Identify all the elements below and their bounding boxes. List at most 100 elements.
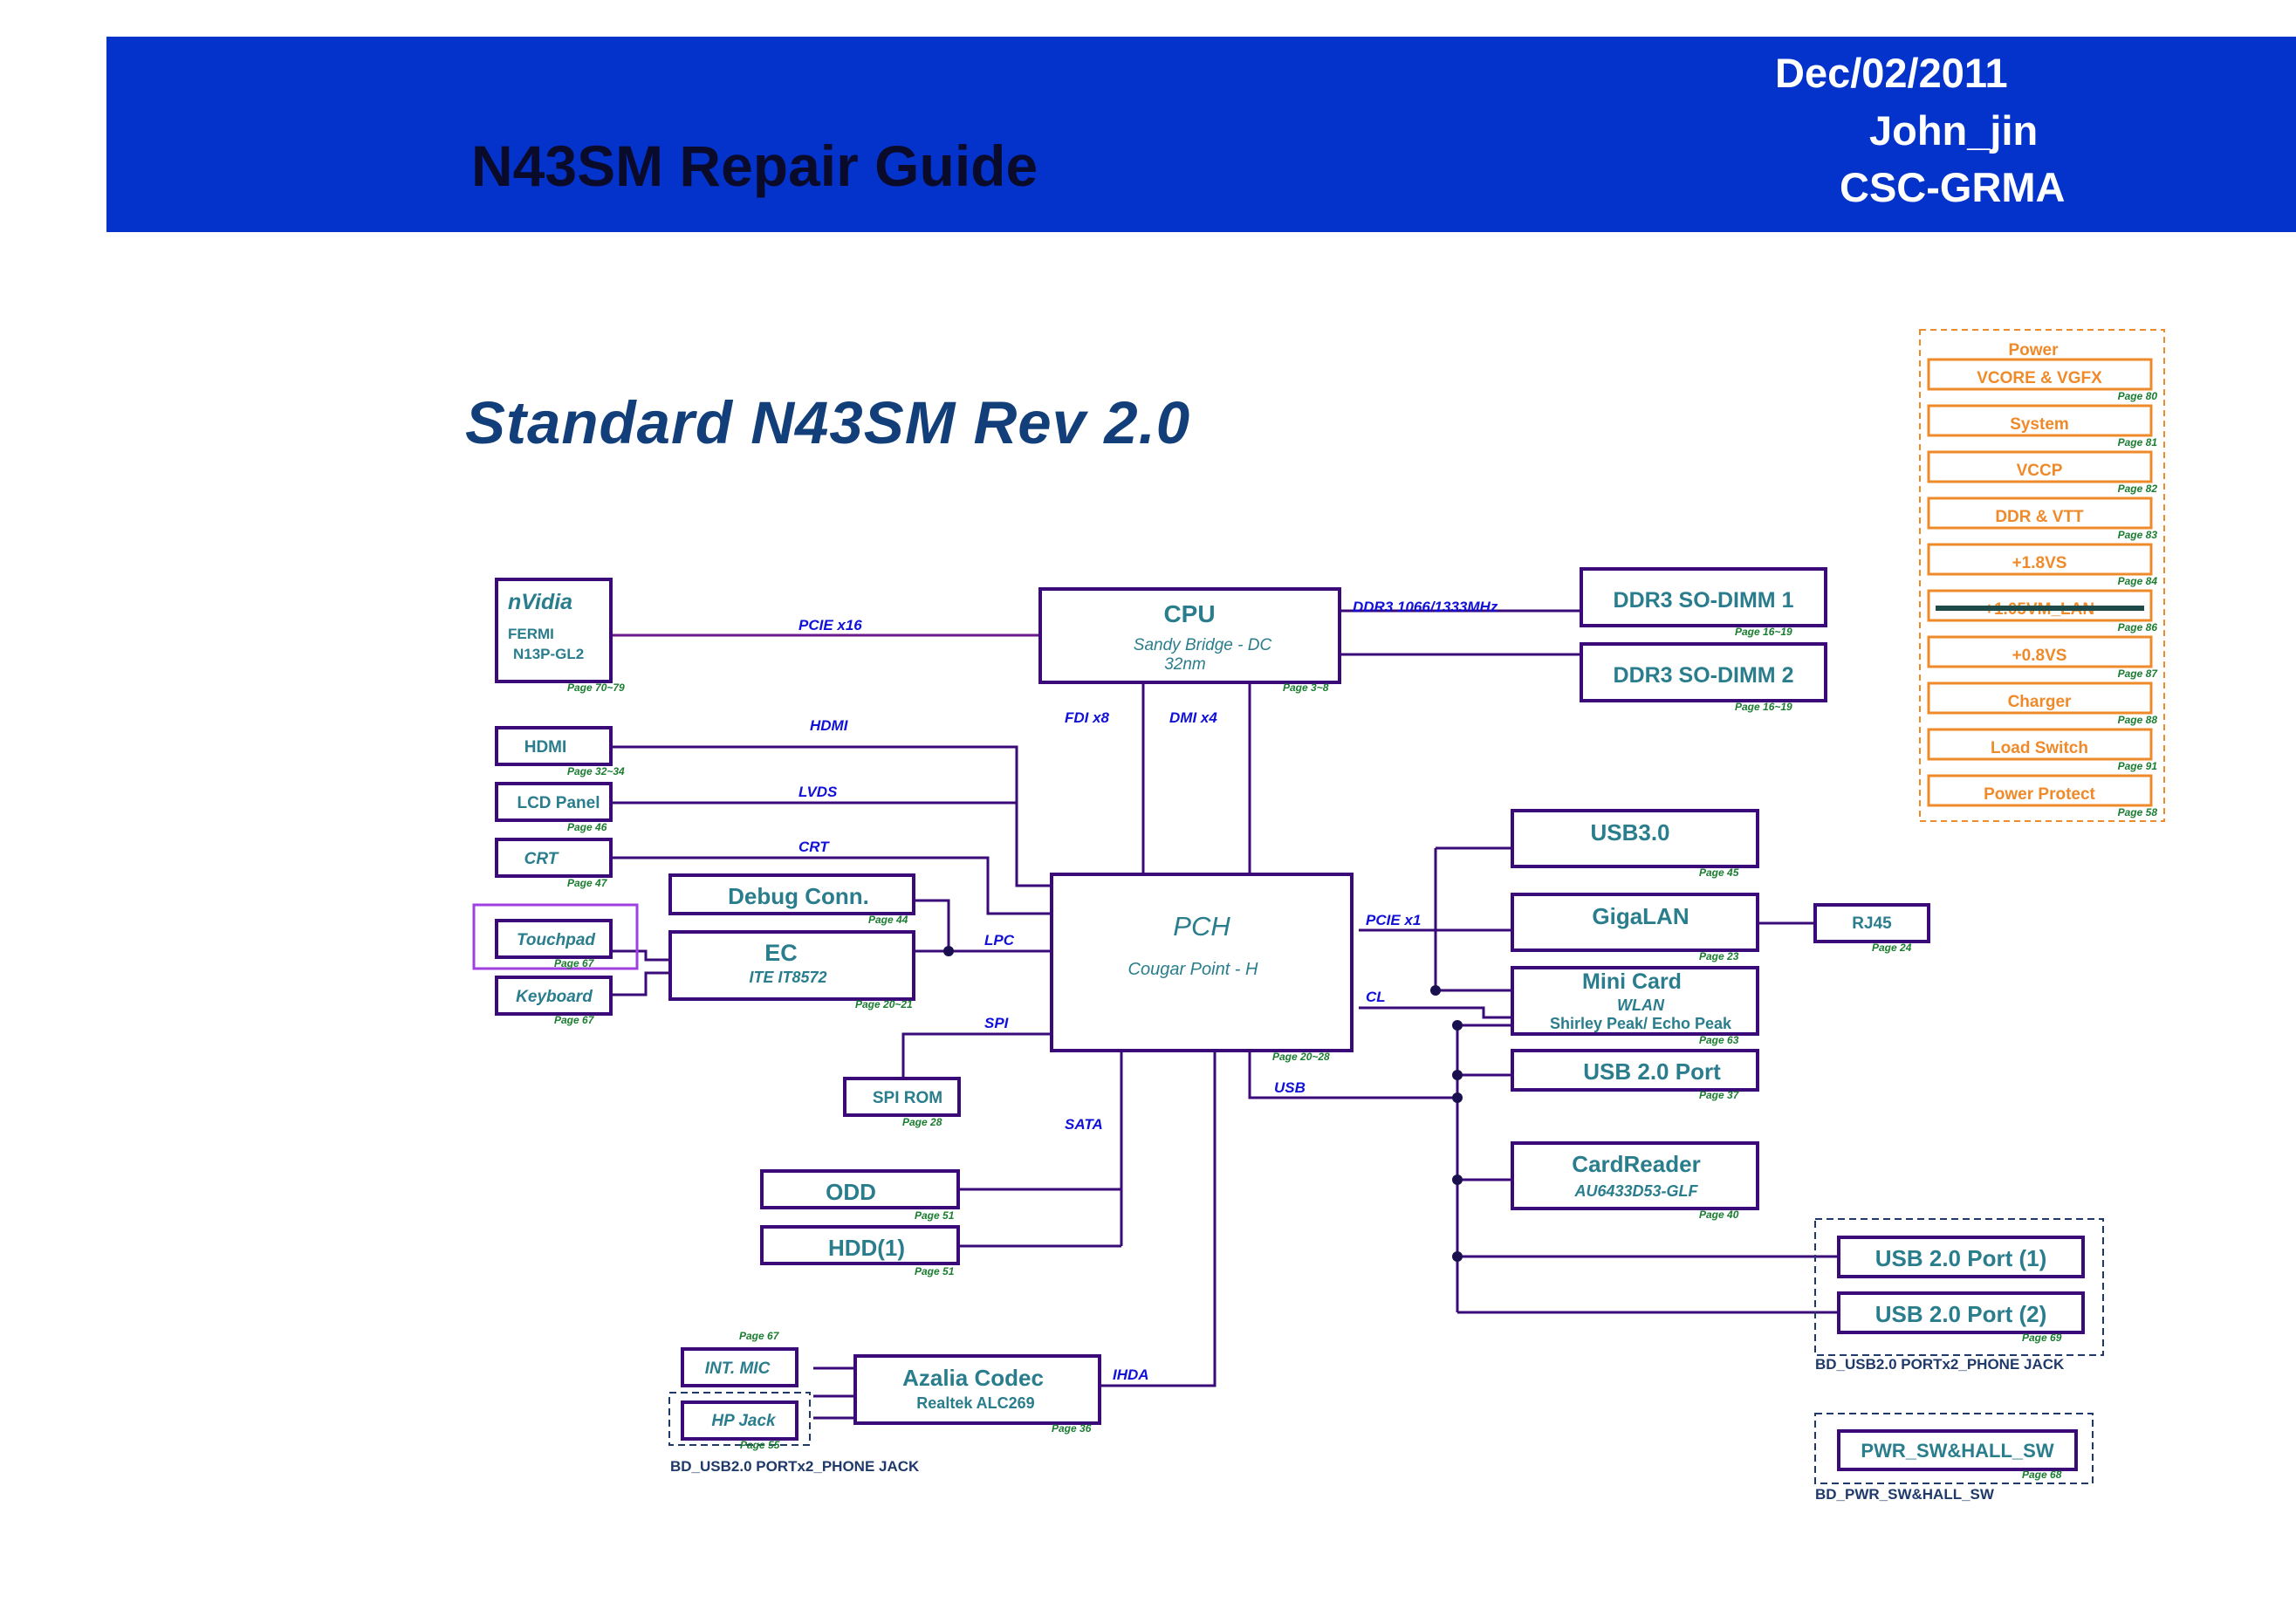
power-panel-title: Power (2008, 341, 2059, 360)
wire-hdmi (613, 745, 1052, 887)
block-keyboard-title: Keyboard (516, 988, 593, 1006)
block-usb3-box (1511, 809, 1759, 868)
block-gigalan-box (1511, 893, 1759, 952)
junction-dot (943, 946, 954, 956)
block-rj45-box (1813, 903, 1930, 943)
header-banner: N43SM Repair Guide Dec/02/2011 John_jin … (106, 37, 2296, 232)
block-lcd: LCD Panel Page 46 (495, 782, 613, 833)
block-touchpad-box (495, 919, 613, 959)
power-item-box (1927, 728, 2153, 761)
power-item-box (1927, 404, 2153, 437)
power-item-label: VCCP (2017, 462, 2063, 480)
junction-dot (1452, 1092, 1463, 1103)
junction-dots (943, 946, 1463, 1262)
block-spirom: SPI ROM Page 28 (843, 1077, 961, 1128)
block-rj45-page: Page 24 (1872, 942, 1912, 954)
power-item-page: Page 87 (2118, 668, 2159, 680)
block-dimm2-title: DDR3 SO-DIMM 2 (1614, 663, 1794, 688)
block-rj45-title: RJ45 (1852, 914, 1892, 933)
block-touchpad-title: Touchpad (517, 931, 595, 949)
block-pwrsw-title: PWR_SW&HALL_SW (1861, 1440, 2053, 1462)
wire-crt (613, 856, 1052, 915)
block-lcd-box (495, 782, 613, 822)
bus-label-pcie1: PCIE x1 (1366, 912, 1421, 928)
bus-label-hdmi: HDMI (810, 717, 849, 734)
bus-label-lvds: LVDS (798, 784, 838, 800)
block-gigalan-title: GigaLAN (1592, 903, 1689, 929)
power-item: +0.8VS Page 87 (1927, 635, 2159, 680)
wire-keyboard (613, 971, 672, 996)
block-usb3-title: USB3.0 (1590, 819, 1669, 846)
block-nvidia-line1: FERMI (508, 626, 554, 642)
pwr-board-frame (1814, 1413, 2094, 1484)
block-lcd-page: Page 46 (567, 821, 607, 833)
block-hdmi-page: Page 32~34 (567, 765, 625, 777)
block-pwrsw: PWR_SW&HALL_SW Page 68 BD_PWR_SW&HALL_SW (1814, 1413, 2094, 1503)
block-crt-page: Page 47 (567, 877, 608, 889)
block-cpu-page: Page 3~8 (1283, 681, 1329, 694)
bus-label-lpc: LPC (984, 932, 1015, 948)
block-cardreader: CardReader AU6433D53-GLF Page 40 (1511, 1141, 1759, 1221)
group-label-audio-board: BD_USB2.0 PORTx2_PHONE JACK (670, 1458, 920, 1475)
power-item-label: Load Switch (1991, 739, 2088, 757)
power-item-box (1927, 543, 2153, 576)
block-touchpad: Touchpad Page 67 (472, 903, 639, 970)
block-usb3-page: Page 45 (1699, 866, 1739, 879)
header-author: John_jin (1869, 107, 2039, 154)
power-item-page: Page 86 (2118, 621, 2158, 633)
power-item-page: Page 58 (2118, 806, 2158, 818)
wire-touchpad (613, 949, 672, 962)
block-crt-box (495, 838, 613, 878)
block-usbport2-title: USB 2.0 Port (2) (1875, 1301, 2047, 1327)
block-gigalan-page: Page 23 (1699, 950, 1739, 962)
block-hdd-box (760, 1225, 960, 1265)
block-dimm1-page: Page 16~19 (1735, 626, 1792, 638)
block-nvidia-title: nVidia (508, 590, 572, 614)
bus-labels: PCIE x16 DDR3 1066/1333MHz HDMI LVDS CRT… (798, 599, 1498, 1383)
block-nvidia-page: Page 70~79 (567, 681, 625, 694)
power-item-box (1927, 774, 2153, 807)
block-intmic-page: Page 67 (739, 1330, 780, 1342)
block-minicard-title: Mini Card (1582, 969, 1682, 994)
block-dimm2: DDR3 SO-DIMM 2 Page 16~19 (1580, 642, 1827, 713)
block-ec-line1: ITE IT8572 (749, 969, 826, 986)
junction-dot (1452, 1020, 1463, 1031)
block-dimm1: DDR3 SO-DIMM 1 Page 16~19 (1580, 567, 1827, 638)
power-item-box (1927, 450, 2153, 483)
power-item-box (1927, 681, 2153, 715)
block-usb2port: USB 2.0 Port Page 37 (1511, 1049, 1759, 1101)
group-label-pwr-board: BD_PWR_SW&HALL_SW (1815, 1486, 1995, 1503)
power-item-page: Page 84 (2118, 575, 2158, 587)
wire-spi (901, 1032, 1052, 1079)
block-usb2port-page: Page 37 (1699, 1089, 1740, 1101)
block-intmic-title: INT. MIC (705, 1359, 771, 1378)
power-item-page: Page 88 (2118, 714, 2158, 726)
bus-label-pcie16: PCIE x16 (798, 617, 862, 633)
page-title: N43SM Repair Guide (471, 134, 1038, 198)
block-odd-box (760, 1169, 960, 1209)
power-item-label: DDR & VTT (1995, 508, 2084, 526)
block-cardreader-page: Page 40 (1699, 1209, 1739, 1221)
power-item-label: +0.8VS (2012, 647, 2067, 665)
block-spirom-box (843, 1077, 961, 1117)
junction-dot (1430, 985, 1441, 996)
block-hdmi-box (495, 726, 613, 766)
bus-label-spi: SPI (984, 1015, 1010, 1031)
wire-ihda (1101, 1052, 1217, 1387)
bus-label-ddr3: DDR3 1066/1333MHz (1353, 599, 1498, 615)
block-minicard-line2: Shirley Peak/ Echo Peak (1550, 1015, 1732, 1032)
block-pch-page: Page 20~28 (1272, 1051, 1330, 1063)
block-cpu-box (1038, 587, 1341, 684)
power-panel-frame (1919, 329, 2165, 822)
block-hpjack-title: HP Jack (711, 1412, 777, 1430)
block-minicard-box (1511, 966, 1759, 1036)
block-azalia-title: Azalia Codec (902, 1365, 1044, 1391)
block-debug: Debug Conn. Page 44 (668, 873, 915, 926)
block-debug-title: Debug Conn. (728, 883, 869, 909)
block-nvidia-line2: N13P-GL2 (513, 646, 584, 662)
block-minicard-line1: WLAN (1617, 996, 1665, 1014)
bus-label-sata: SATA (1065, 1116, 1103, 1133)
